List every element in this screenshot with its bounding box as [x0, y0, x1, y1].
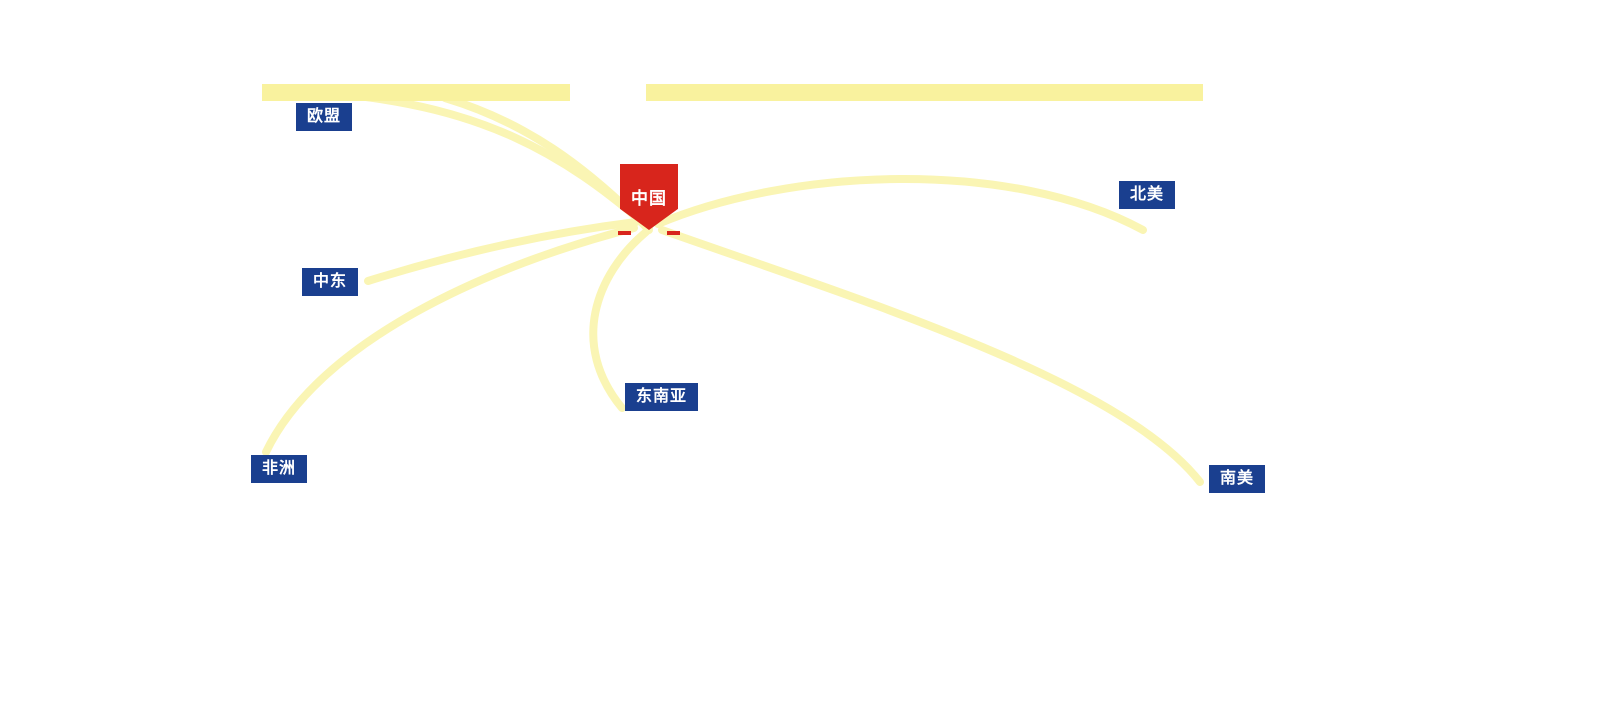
- region-label-africa: 非洲: [251, 455, 308, 483]
- route-africa: [262, 224, 638, 456]
- route-north-america: [654, 175, 1147, 234]
- region-label-north-america: 北美: [1119, 181, 1176, 209]
- region-label-middle-east: 中东: [302, 268, 359, 296]
- region-label-southeast-asia: 东南亚: [625, 383, 699, 411]
- top-bar-left-segment: [262, 84, 570, 101]
- china-badge-dash-right: [667, 231, 680, 235]
- region-label-eu: 欧盟: [296, 103, 353, 131]
- route-southeast-asia: [589, 228, 650, 412]
- china-badge-label: 中国: [631, 189, 667, 208]
- route-south-america: [658, 226, 1204, 486]
- region-label-south-america: 南美: [1209, 465, 1266, 493]
- top-bar-right-segment: [646, 84, 1203, 101]
- route-middle-east: [364, 218, 640, 285]
- china-badge-dash-left: [618, 231, 631, 235]
